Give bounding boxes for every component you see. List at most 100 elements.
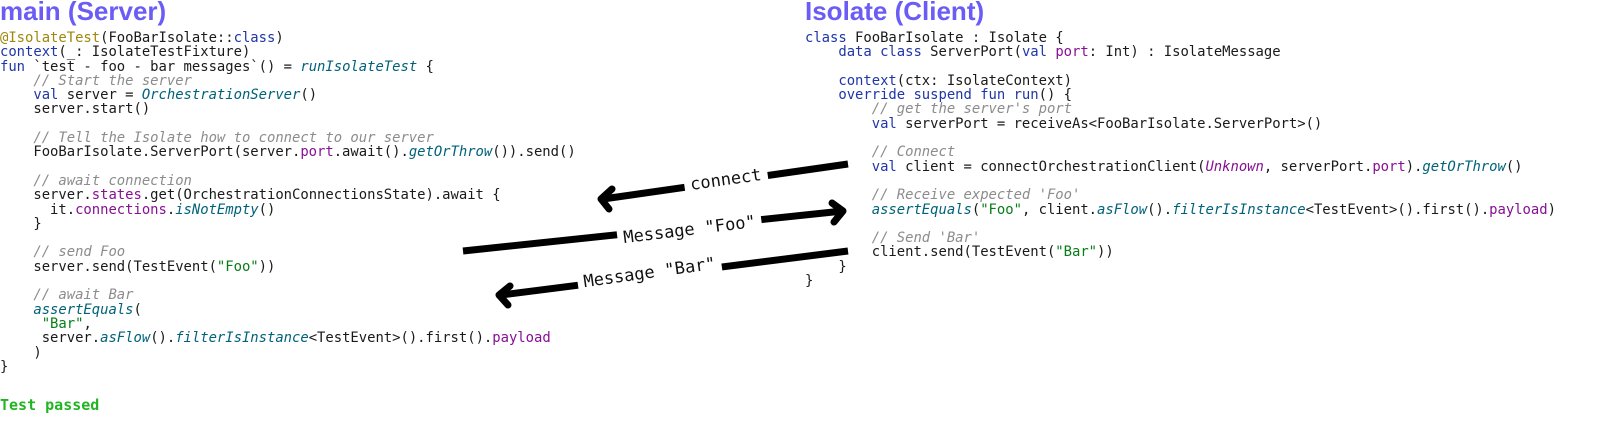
code-token: } <box>0 358 9 375</box>
code-token: states <box>91 187 142 204</box>
code-token: )) <box>1097 244 1114 261</box>
code-line: data class ServerPort(val port: Int) : I… <box>805 45 1556 59</box>
code-line: // Send 'Bar' <box>805 231 1556 245</box>
code-token: server. <box>0 330 101 347</box>
code-token: runIsolateTest <box>300 58 418 75</box>
code-token: data class <box>838 44 922 61</box>
code-token: isNotEmpty <box>175 201 259 218</box>
code-token: // await connection <box>33 172 192 189</box>
code-token: client.send(TestEvent( <box>805 244 1056 261</box>
code-token: OrchestrationServer <box>141 87 301 104</box>
code-token: // await Bar <box>33 287 134 304</box>
code-token: assertEquals <box>871 201 972 218</box>
code-line: } <box>0 217 576 231</box>
code-token: class <box>805 30 847 46</box>
code-token: (). <box>150 330 176 347</box>
code-line: server.asFlow().filterIsInstance<TestEve… <box>0 331 576 345</box>
code-token: : Int) : IsolateMessage <box>1088 44 1281 61</box>
code-token: } <box>0 215 42 232</box>
code-token: "Foo" <box>980 201 1022 218</box>
code-token: // Start the server <box>33 72 192 89</box>
code-line: class FooBarIsolate : Isolate { <box>805 31 1556 45</box>
code-token: server.start() <box>0 101 151 118</box>
code-token: val <box>871 115 897 132</box>
code-token: (). <box>1147 201 1173 218</box>
code-token: , client. <box>1021 201 1098 218</box>
code-token: serverPort = receiveAs<FooBarIsolate.Ser… <box>896 115 1323 132</box>
code-line: // Receive expected 'Foo' <box>805 188 1556 202</box>
code-token: } <box>805 258 847 275</box>
code-line: val server = OrchestrationServer() <box>0 88 576 102</box>
code-token: ServerPort( <box>921 44 1022 61</box>
code-token: run <box>1013 87 1039 104</box>
code-token: (FooBarIsolate:: <box>100 30 234 46</box>
code-token: fun <box>0 58 26 75</box>
code-token: () <box>300 87 318 104</box>
code-token: . <box>166 201 176 218</box>
code-token: override suspend fun <box>838 87 1006 104</box>
code-token: <TestEvent>().first(). <box>1305 201 1490 218</box>
code-token: asFlow <box>1097 201 1148 218</box>
code-line: override suspend fun run() { <box>805 88 1556 102</box>
code-token: // Connect <box>871 144 956 161</box>
code-line: FooBarIsolate.ServerPort(server.port.awa… <box>0 144 576 161</box>
code-token: (ctx: IsolateContext) <box>896 72 1072 89</box>
code-token: FooBarIsolate : Isolate { <box>846 30 1064 46</box>
code-line: context(ctx: IsolateContext) <box>805 74 1556 88</box>
code-token: @IsolateTest <box>0 30 101 46</box>
code-token: client = connectOrchestrationClient( <box>896 158 1206 175</box>
code-token: port <box>1372 158 1406 175</box>
code-token: "Bar" <box>1055 244 1098 261</box>
code-token: <TestEvent>().first(). <box>308 330 493 347</box>
test-status: Test passed <box>0 396 100 414</box>
code-token: `test - foo - bar messages`() = <box>25 58 301 75</box>
code-line: // Connect <box>805 145 1556 159</box>
code-token: filterIsInstance <box>175 330 309 347</box>
code-token: // Receive expected 'Foo' <box>871 187 1081 204</box>
code-token: getOrThrow <box>1422 158 1506 175</box>
code-token: server.send(TestEvent( <box>0 258 217 275</box>
code-line: ) <box>0 344 576 361</box>
code-token: ) <box>275 30 284 46</box>
code-token: .get(OrchestrationConnectionsState).awai… <box>141 187 501 204</box>
code-line: assertEquals( <box>0 301 576 318</box>
code-token: filterIsInstance <box>1172 201 1306 218</box>
code-token: val <box>1021 44 1047 61</box>
code-token: ( <box>133 301 142 318</box>
code-token: .await(). <box>333 144 409 161</box>
code-token: // Tell the Isolate how to connect to ou… <box>33 130 434 147</box>
code-token: () <box>258 201 276 218</box>
code-token: port <box>1055 44 1089 61</box>
code-token: // Send 'Bar' <box>871 230 981 247</box>
client-code-block: class FooBarIsolate : Isolate { data cla… <box>805 31 1556 288</box>
server-code-block: @IsolateTest(FooBarIsolate::class)contex… <box>0 31 576 374</box>
code-token: (_: IsolateTestFixture) <box>58 44 251 61</box>
code-token: Unknown <box>1205 158 1264 175</box>
code-token: () { <box>1038 87 1072 104</box>
code-line: } <box>805 274 1556 288</box>
code-token: , <box>83 315 92 332</box>
code-token: { <box>417 58 434 75</box>
code-line: // await Bar <box>0 288 576 302</box>
code-token: ( <box>971 201 981 218</box>
code-token: // get the server's port <box>871 101 1072 118</box>
code-token: server. <box>0 187 92 204</box>
code-line: val serverPort = receiveAs<FooBarIsolate… <box>805 117 1556 131</box>
code-token: ()).send() <box>492 144 576 161</box>
code-token: class <box>233 30 276 46</box>
code-line: @IsolateTest(FooBarIsolate::class) <box>0 31 576 45</box>
code-token: getOrThrow <box>408 144 493 161</box>
code-token: port <box>300 144 334 161</box>
code-token: ) <box>0 344 42 361</box>
code-line: client.send(TestEvent("Bar")) <box>805 245 1556 259</box>
code-token: "Bar" <box>41 315 84 332</box>
code-line: assertEquals("Foo", client.asFlow().filt… <box>805 201 1556 218</box>
code-line: server.states.get(OrchestrationConnectio… <box>0 188 576 202</box>
code-line: context(_: IsolateTestFixture) <box>0 45 576 59</box>
code-token: payload <box>1489 201 1548 218</box>
code-line: // send Foo <box>0 245 576 259</box>
code-token: "Foo" <box>216 258 259 275</box>
code-line: // Tell the Isolate how to connect to ou… <box>0 131 576 145</box>
code-token: // send Foo <box>33 244 126 261</box>
